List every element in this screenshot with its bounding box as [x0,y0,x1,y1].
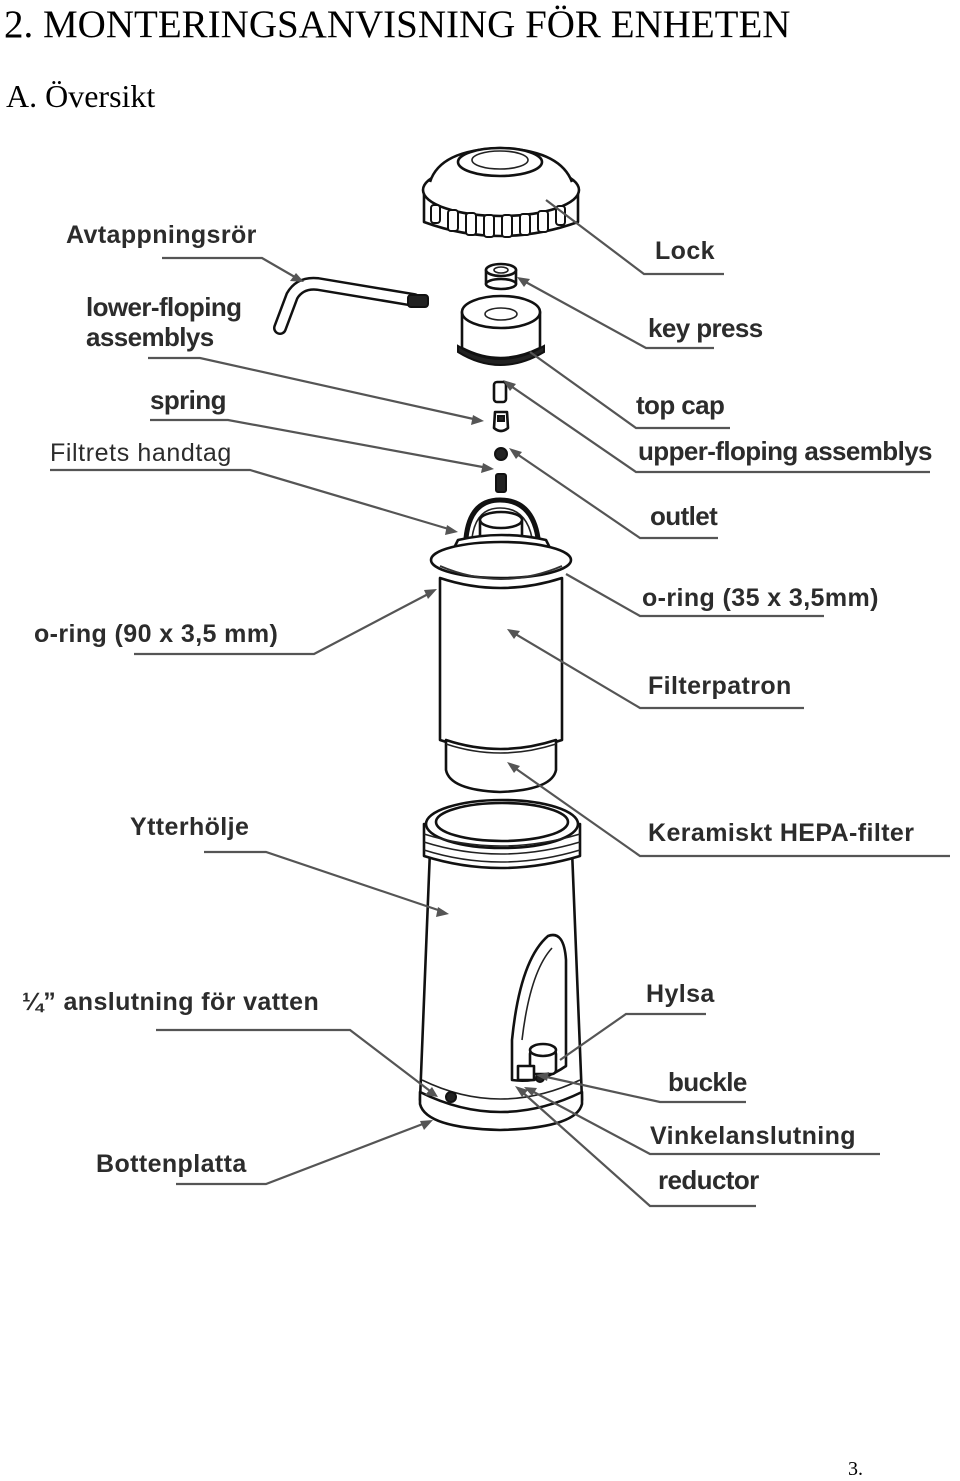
drain-pipe-part [273,276,429,335]
leader-lines-left [50,256,494,1186]
label-outlet: outlet [650,501,718,531]
label-filter-handle: Filtrets handtag [50,439,232,467]
label-reductor: reductor [658,1165,759,1195]
label-drain-pipe: Avtappningsrör [66,221,257,249]
label-oring-90: o-ring (90 x 3,5 mm) [34,620,278,648]
label-oring-35: o-ring (35 x 3,5mm) [642,584,879,612]
page-heading: 2. MONTERINGSANVISNING FÖR ENHETEN [4,3,791,46]
outer-housing-part [418,798,584,1132]
label-water-connection: ¼” anslutning för vatten [22,988,319,1016]
label-spring: spring [150,385,226,415]
top-cap-part [457,294,545,366]
label-buckle: buckle [668,1067,747,1097]
label-upper-floping: upper-floping assemblys [638,436,932,466]
leader-lines-right [503,199,950,1208]
section-subheading: A. Översikt [6,78,156,114]
key-press-part [484,262,518,291]
label-top-cap: top cap [636,390,724,420]
page-number: 3. [848,1458,863,1480]
label-base-plate: Bottenplatta [96,1150,247,1178]
label-sleeve: Hylsa [646,980,715,1008]
lock-part [421,146,581,238]
upper-floping-part [492,410,510,433]
filter-cartridge-part [429,497,573,794]
outlet-part [494,447,508,493]
label-angle-connection: Vinkelanslutning [650,1122,856,1150]
label-ceramic-hepa: Keramiskt HEPA-filter [648,819,914,847]
exploded-assembly-diagram: Avtappningsrör Lock lower-flopingassembl… [22,146,950,1208]
spring-part [492,380,508,404]
label-key-press: key press [648,313,763,343]
label-lock: Lock [655,237,715,265]
label-outer-housing: Ytterhölje [130,813,249,841]
label-filter-cartridge: Filterpatron [648,672,792,700]
